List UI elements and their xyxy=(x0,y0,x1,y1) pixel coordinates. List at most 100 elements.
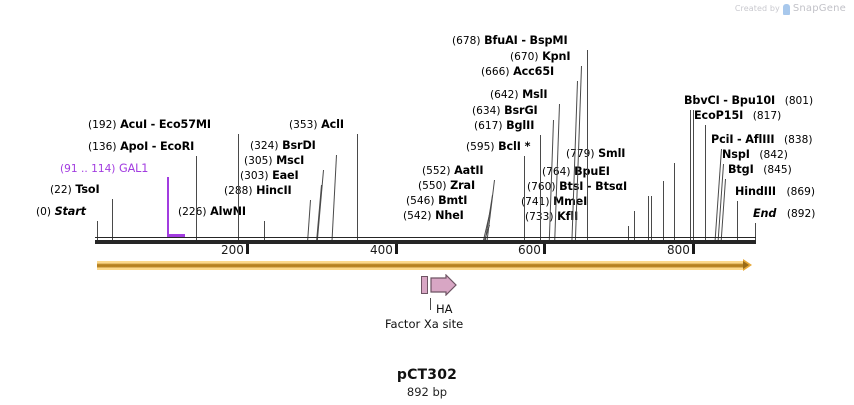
site-acc65i-pos: (666) xyxy=(481,66,510,78)
site-label-zrai[interactable]: (550) ZraI xyxy=(418,180,475,192)
site-bbvci-pos: (801) xyxy=(784,95,814,107)
feature-gal1-bar[interactable] xyxy=(167,234,185,237)
leader-line-bsrdi xyxy=(331,155,337,240)
leader-line-bpu10i xyxy=(693,110,694,240)
site-label-smli[interactable]: (779) SmlI xyxy=(566,148,625,160)
site-label-kpni[interactable]: (670) KpnI xyxy=(510,51,571,63)
site-label-tsoi[interactable]: (22) TsoI xyxy=(50,184,100,196)
site-label-bfuai-bspmi[interactable]: (678) BfuAI - BspMI xyxy=(452,35,568,47)
feature-factor-xa-site[interactable] xyxy=(421,276,428,294)
site-label-bcli[interactable]: (595) BclI * xyxy=(466,141,530,153)
site-pcii-pos: (838) xyxy=(784,134,813,146)
site-label-acui-eco57mi[interactable]: (192) AcuI - Eco57MI xyxy=(88,119,211,131)
site-nhei-name: NheI xyxy=(435,209,464,222)
site-label-bsrgi[interactable]: (634) BsrGI xyxy=(472,105,538,117)
leader-line-bpuei xyxy=(663,181,664,240)
ruler-label-800: 800 xyxy=(667,243,690,257)
site-separator: - xyxy=(521,34,526,47)
site-label-btgi[interactable]: BtgI (845) xyxy=(728,164,792,176)
feature-ha-leader-line xyxy=(430,298,431,310)
site-label-pcii-afliii[interactable]: PciI - AflIII (838) xyxy=(711,134,813,146)
site-bcli-pos: (595) xyxy=(466,141,495,153)
site-label-kfli[interactable]: (733) KflI xyxy=(525,211,578,223)
site-btgi-name: BtgI xyxy=(728,163,754,176)
site-hindiii-name: HindIII xyxy=(735,185,776,198)
ruler-label-600: 600 xyxy=(518,243,541,257)
feature-gal1-name: GAL1 xyxy=(119,162,149,175)
site-kfli-name: KflI xyxy=(557,210,579,223)
site-nspi-pos: (842) xyxy=(759,149,788,161)
site-bglii-pos: (617) xyxy=(474,120,503,132)
marker-start-pos: (0) xyxy=(36,206,52,218)
site-separator: - xyxy=(737,133,742,146)
site-bsrgi-name: BsrGI xyxy=(504,104,538,117)
site-bfuai-name: BfuAI xyxy=(484,34,518,47)
leader-line-ecop15i xyxy=(705,125,706,240)
feature-gal1-range: (91 .. 114) xyxy=(60,163,116,175)
leader-line-alwni xyxy=(264,221,265,240)
orf-arrow-body xyxy=(97,261,745,270)
site-bspmi-name: BspMI xyxy=(529,34,568,47)
site-label-nspi[interactable]: NspI (842) xyxy=(722,149,788,161)
marker-end-pos: (892) xyxy=(786,208,816,220)
plasmid-title: pCT302 xyxy=(396,367,458,383)
leader-line-btsi xyxy=(648,196,649,240)
site-label-alwni[interactable]: (226) AlwNI xyxy=(178,206,246,218)
site-separator: - xyxy=(723,94,728,107)
site-zrai-name: ZraI xyxy=(450,179,476,192)
feature-ha-arrow[interactable] xyxy=(430,274,458,296)
site-label-acli[interactable]: (353) AclI xyxy=(289,119,344,131)
feature-label-gal1[interactable]: (91 .. 114) GAL1 xyxy=(60,163,148,175)
backbone-line-top xyxy=(95,237,756,238)
leader-line-btsai xyxy=(651,196,652,240)
site-label-hindiii[interactable]: HindIII (869) xyxy=(735,186,815,198)
site-alwni-name: AlwNI xyxy=(210,205,246,218)
leader-line-smli xyxy=(674,163,675,240)
leader-line-hincii xyxy=(307,200,311,240)
feature-label-factor-xa-site[interactable]: Factor Xa site xyxy=(385,317,464,331)
site-label-bsrdi[interactable]: (324) BsrDI xyxy=(250,140,316,152)
ruler-tick-600 xyxy=(543,244,546,254)
feature-label-ha[interactable]: HA xyxy=(436,302,453,316)
site-nhei-pos: (542) xyxy=(403,210,432,222)
site-label-apoi-ecori[interactable]: (136) ApoI - EcoRI xyxy=(88,141,194,153)
site-label-ecop15i[interactable]: EcoP15I (817) xyxy=(694,110,781,122)
site-apoi-pos: (136) xyxy=(88,141,117,153)
site-hincii-name: HincII xyxy=(256,184,292,197)
site-label-nhei[interactable]: (542) NheI xyxy=(403,210,464,222)
site-tsoi-name: TsoI xyxy=(75,183,100,196)
site-label-msci[interactable]: (305) MscI xyxy=(244,155,304,167)
site-label-aatii[interactable]: (552) AatII xyxy=(422,165,484,177)
orf-arrow-head-inner xyxy=(743,261,749,269)
site-label-eaei[interactable]: (303) EaeI xyxy=(240,170,299,182)
site-acui-pos: (192) xyxy=(88,119,117,131)
site-kpni-pos: (670) xyxy=(510,51,539,63)
site-bcli-name: BclI * xyxy=(498,140,531,153)
site-acli-name: AclI xyxy=(321,118,344,131)
site-bglii-name: BglII xyxy=(506,119,535,132)
site-smli-name: SmlI xyxy=(598,147,626,160)
marker-label-start[interactable]: (0) Start xyxy=(36,206,86,218)
site-zrai-pos: (550) xyxy=(418,180,447,192)
marker-label-end[interactable]: End (892) xyxy=(753,208,815,220)
site-label-bmti[interactable]: (546) BmtI xyxy=(406,195,467,207)
site-label-mmei[interactable]: (741) MmeI xyxy=(521,196,587,208)
site-label-btsi-btsai[interactable]: (760) BtsI - BtsαI xyxy=(527,181,627,193)
site-hindiii-pos: (869) xyxy=(786,186,816,198)
site-label-acc65i[interactable]: (666) Acc65I xyxy=(481,66,554,78)
site-label-bbvci-bpu10i[interactable]: BbvCI - Bpu10I (801) xyxy=(684,95,813,107)
site-label-bglii[interactable]: (617) BglII xyxy=(474,120,534,132)
site-smli-pos: (779) xyxy=(566,148,595,160)
plasmid-size-label: 892 bp xyxy=(406,385,448,399)
site-label-hincii[interactable]: (288) HincII xyxy=(224,185,292,197)
site-btgi-pos: (845) xyxy=(763,164,792,176)
site-bsrdi-pos: (324) xyxy=(250,140,279,152)
site-bmti-name: BmtI xyxy=(438,194,468,207)
plasmid-backbone[interactable] xyxy=(95,240,756,244)
site-label-msli[interactable]: (642) MslI xyxy=(490,89,548,101)
site-separator: - xyxy=(586,180,592,193)
leader-line-acli xyxy=(357,134,358,240)
site-msci-name: MscI xyxy=(276,154,305,167)
site-bbvci-name: BbvCI xyxy=(684,94,720,107)
site-tsoi-pos: (22) xyxy=(50,184,72,196)
